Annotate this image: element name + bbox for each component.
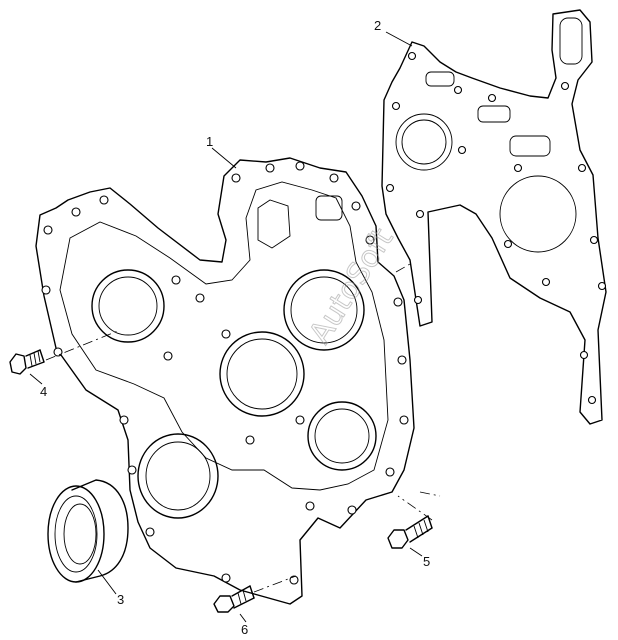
bolt-6 xyxy=(213,585,255,613)
callout-6: 6 xyxy=(241,622,248,637)
gasket-bolt-holes xyxy=(385,51,607,405)
gasket xyxy=(381,9,607,425)
callout-2: 2 xyxy=(374,18,381,33)
callout-labels: 1 2 3 4 5 6 xyxy=(40,18,430,637)
bolt-4 xyxy=(9,349,45,375)
callout-3: 3 xyxy=(117,592,124,607)
watermark: AutoSoft xyxy=(303,222,401,350)
bolt-5 xyxy=(387,515,433,549)
leader-lines xyxy=(29,31,423,623)
timing-gear-housing xyxy=(35,157,415,605)
assembly-lines xyxy=(45,263,441,593)
seal-ring xyxy=(47,479,129,583)
callout-4: 4 xyxy=(40,384,47,399)
housing-bolt-bosses xyxy=(41,161,409,585)
callout-1: 1 xyxy=(206,134,213,149)
callout-5: 5 xyxy=(423,554,430,569)
